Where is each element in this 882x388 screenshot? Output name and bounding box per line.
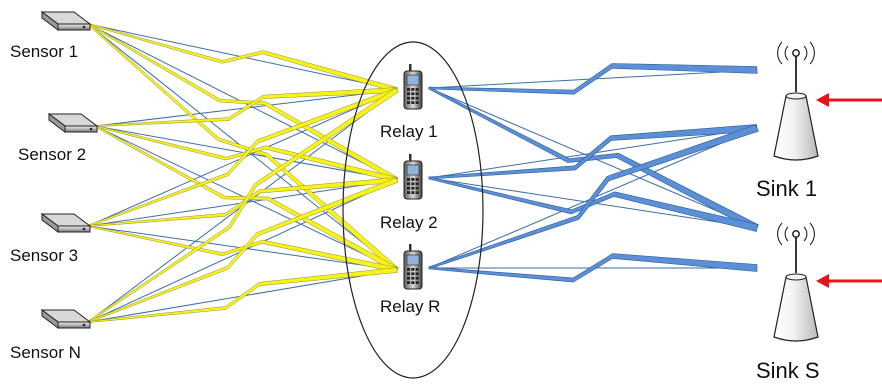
sensor-device-icon	[47, 113, 99, 133]
sensor-relay-link-s3-r1	[87, 87, 399, 228]
sensor-relay-link-s1-r1	[87, 22, 398, 93]
sensor-icons	[40, 11, 99, 329]
sensor-device-icon	[40, 213, 92, 233]
relay-label-r: Relay R	[380, 297, 441, 316]
relay-icons	[403, 64, 423, 290]
antenna-tower-icon	[773, 41, 819, 161]
sensor-relay-link-s4-r3	[87, 267, 398, 323]
relay-sink-link-r3-k2	[428, 124, 759, 270]
sensor-label-1: Sensor 1	[10, 42, 79, 61]
relay-sink-link-r1-k1	[428, 63, 758, 95]
relay-label-1: Relay 1	[380, 122, 438, 141]
incoming-arrow-icon	[816, 93, 882, 107]
sensor-relay-link-s1-r2	[87, 22, 399, 183]
relay-group-ellipse	[342, 41, 484, 379]
sensor-label-3: Sensor 3	[10, 246, 79, 265]
sensor-device-icon	[40, 11, 92, 31]
sink-label-1: Sink 1	[756, 176, 818, 201]
mobile-phone-icon	[403, 154, 423, 200]
sensor-label-n: Sensor N	[10, 343, 81, 362]
sensor-relay-link-s3-r2	[87, 177, 398, 227]
relay-sink-link-r3-k4	[428, 253, 758, 283]
sink-label-s: Sink S	[756, 358, 820, 383]
mobile-phone-icon	[403, 244, 423, 290]
sensor-relay-links	[87, 22, 399, 324]
sensor-label-2: Sensor 2	[18, 145, 87, 164]
sensor-relay-link-s1-r3	[87, 23, 399, 273]
antenna-tower-icon	[773, 222, 819, 342]
incoming-arrow-icon	[816, 274, 882, 288]
sink-icons	[773, 41, 882, 342]
sensor-relay-link-s4-r1	[87, 87, 399, 323]
relay-label-2: Relay 2	[380, 213, 438, 232]
sensor-device-icon	[40, 309, 92, 329]
relay-sink-links	[428, 63, 759, 283]
mobile-phone-icon	[403, 64, 423, 110]
sensor-relay-link-s2-r1	[94, 87, 398, 127]
sensor-relay-link-s4-r2	[87, 177, 399, 324]
relay-sink-link-r2-k2	[428, 124, 758, 180]
